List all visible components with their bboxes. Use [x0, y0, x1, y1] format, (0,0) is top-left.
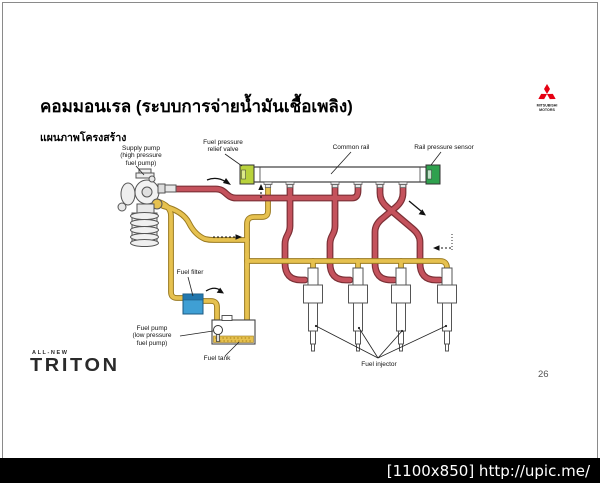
- logo-text-line1: MITSUBISHI: [537, 104, 558, 108]
- label-fuel-tank: Fuel tank: [203, 355, 231, 362]
- injector-2: [348, 267, 368, 352]
- mitsubishi-logo-icon: MITSUBISHI MOTORS: [537, 84, 558, 112]
- page-number: 26: [538, 369, 549, 380]
- leader-dots: [314, 324, 448, 333]
- logo-text-line2: MOTORS: [539, 108, 555, 112]
- injector-4: [437, 267, 457, 352]
- label-rail-pressure-sensor: Rail pressure sensor: [414, 144, 474, 151]
- high-pressure-pipes: [168, 179, 444, 284]
- flow-arrows: [205, 177, 453, 294]
- label-fuel-pressure-relief-valve: Fuel pressure relief valve: [203, 139, 243, 154]
- label-common-rail: Common rail: [332, 144, 370, 151]
- fuel-pressure-relief-valve-box: [239, 164, 255, 185]
- fuel-filter-box: [182, 293, 204, 315]
- label-supply-pump: Supply pump (high pressure fuel pump): [120, 145, 162, 167]
- watermark-bar: [1100x850] http://upic.me/: [0, 458, 600, 483]
- in-tank-fuel-pump: [213, 325, 223, 342]
- supply-pump-illustration: [117, 168, 177, 247]
- rail-ports: [263, 181, 408, 188]
- common-rail: [252, 166, 428, 183]
- label-fuel-filter: Fuel filter: [176, 269, 204, 276]
- low-pressure-pipes: [153, 180, 271, 325]
- triton-logo: ALL-NEW TRITON: [30, 350, 117, 378]
- rail-pressure-sensor-box: [425, 164, 441, 185]
- all-new-text: ALL-NEW: [32, 350, 69, 356]
- slide-subtitle: แผนภาพโครงสร้าง: [40, 132, 127, 144]
- injector-1: [303, 267, 323, 352]
- label-fuel-pump: Fuel pump (low pressure fuel pump): [132, 325, 172, 347]
- leader-lines: [135, 151, 447, 359]
- triton-wordmark: TRITON: [30, 356, 120, 376]
- slide-title: คอมมอนเรล (ระบบการจ่ายน้ำมันเชื้อเพลิง): [40, 97, 353, 116]
- watermark-text: [1100x850] http://upic.me/: [386, 461, 590, 480]
- label-fuel-injector: Fuel injector: [361, 361, 397, 368]
- fuel-injectors: [303, 267, 457, 352]
